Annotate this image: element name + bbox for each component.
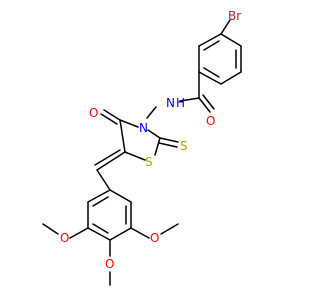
amide-nitrogen-label: N [166,96,175,110]
bromine-label: Br [228,9,241,23]
ring-sulfur-label: S [145,155,153,169]
mid-methoxy-oxygen-label: O [105,257,114,271]
ring-carbonyl-bond [103,109,121,121]
right-methoxy-bond [130,227,150,239]
n-n-bond [146,106,157,119]
amide-co-bond [198,97,211,113]
bromophenyl-ring [198,33,242,85]
amide-oxygen-label: O [206,114,215,128]
c-br-bond [220,19,231,35]
thione-bond [159,137,179,143]
amide-hydrogen-label: H [176,96,185,110]
thiazolidinone-ring [119,119,161,161]
exocyclic-double-bond [96,151,126,171]
ring-nitrogen-label: N [139,121,148,135]
thione-sulfur-label: S [180,139,188,153]
trimethoxyphenyl-ring [87,189,132,241]
right-methoxy-oxygen-label: O [150,231,159,245]
ring-carbonyl-oxygen-label: O [89,106,98,120]
vinyl-aryl-bond [96,169,111,191]
structure-svg: Br O N H N O S S O O O [42,9,242,286]
left-methoxy-bond [69,227,89,239]
molecule-diagram: Br O N H N O S S O O O [42,9,242,286]
left-methoxy-oxygen-label: O [60,231,69,245]
amide-cn-bond [179,97,200,102]
